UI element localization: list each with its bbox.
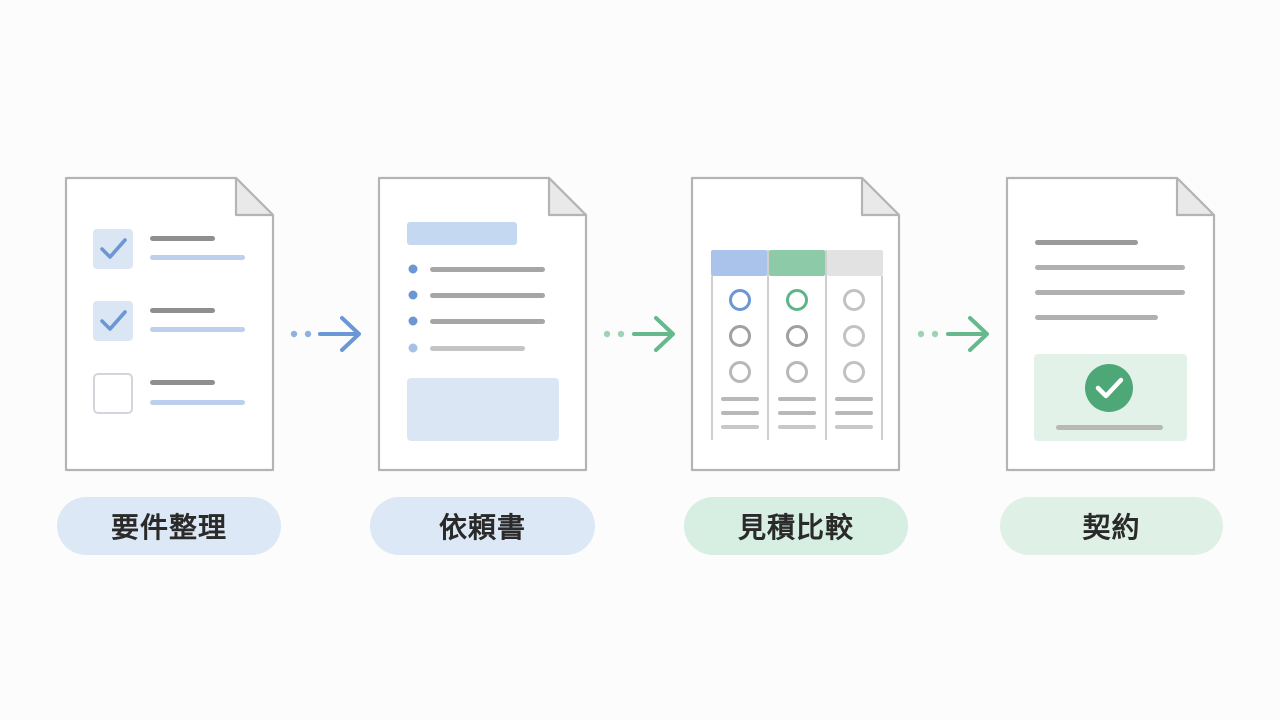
step-label-requirements: 要件整理 [57,497,281,555]
request-form-document-icon [377,176,588,472]
checkbox-checked-icon [93,301,133,341]
dotted-arrow-right-icon [603,316,675,352]
step-label-text: 契約 [1082,511,1141,544]
step-label-quote-compare: 見積比較 [684,497,908,555]
checklist-document-icon [64,176,275,472]
step-label-text: 要件整理 [110,511,227,544]
step-label-request: 依頼書 [370,497,595,555]
step-label-text: 見積比較 [737,511,854,544]
dotted-arrow-right-icon [290,316,361,352]
checkbox-checked-icon [93,229,133,269]
step-label-contract: 契約 [1000,497,1223,555]
dotted-arrow-right-icon [917,316,989,352]
signed-contract-document-icon [1005,176,1216,472]
check-circle-icon [1085,364,1133,412]
step-label-text: 依頼書 [438,511,526,544]
checkbox-empty-icon [93,373,133,414]
comparison-table-document-icon [690,176,901,472]
